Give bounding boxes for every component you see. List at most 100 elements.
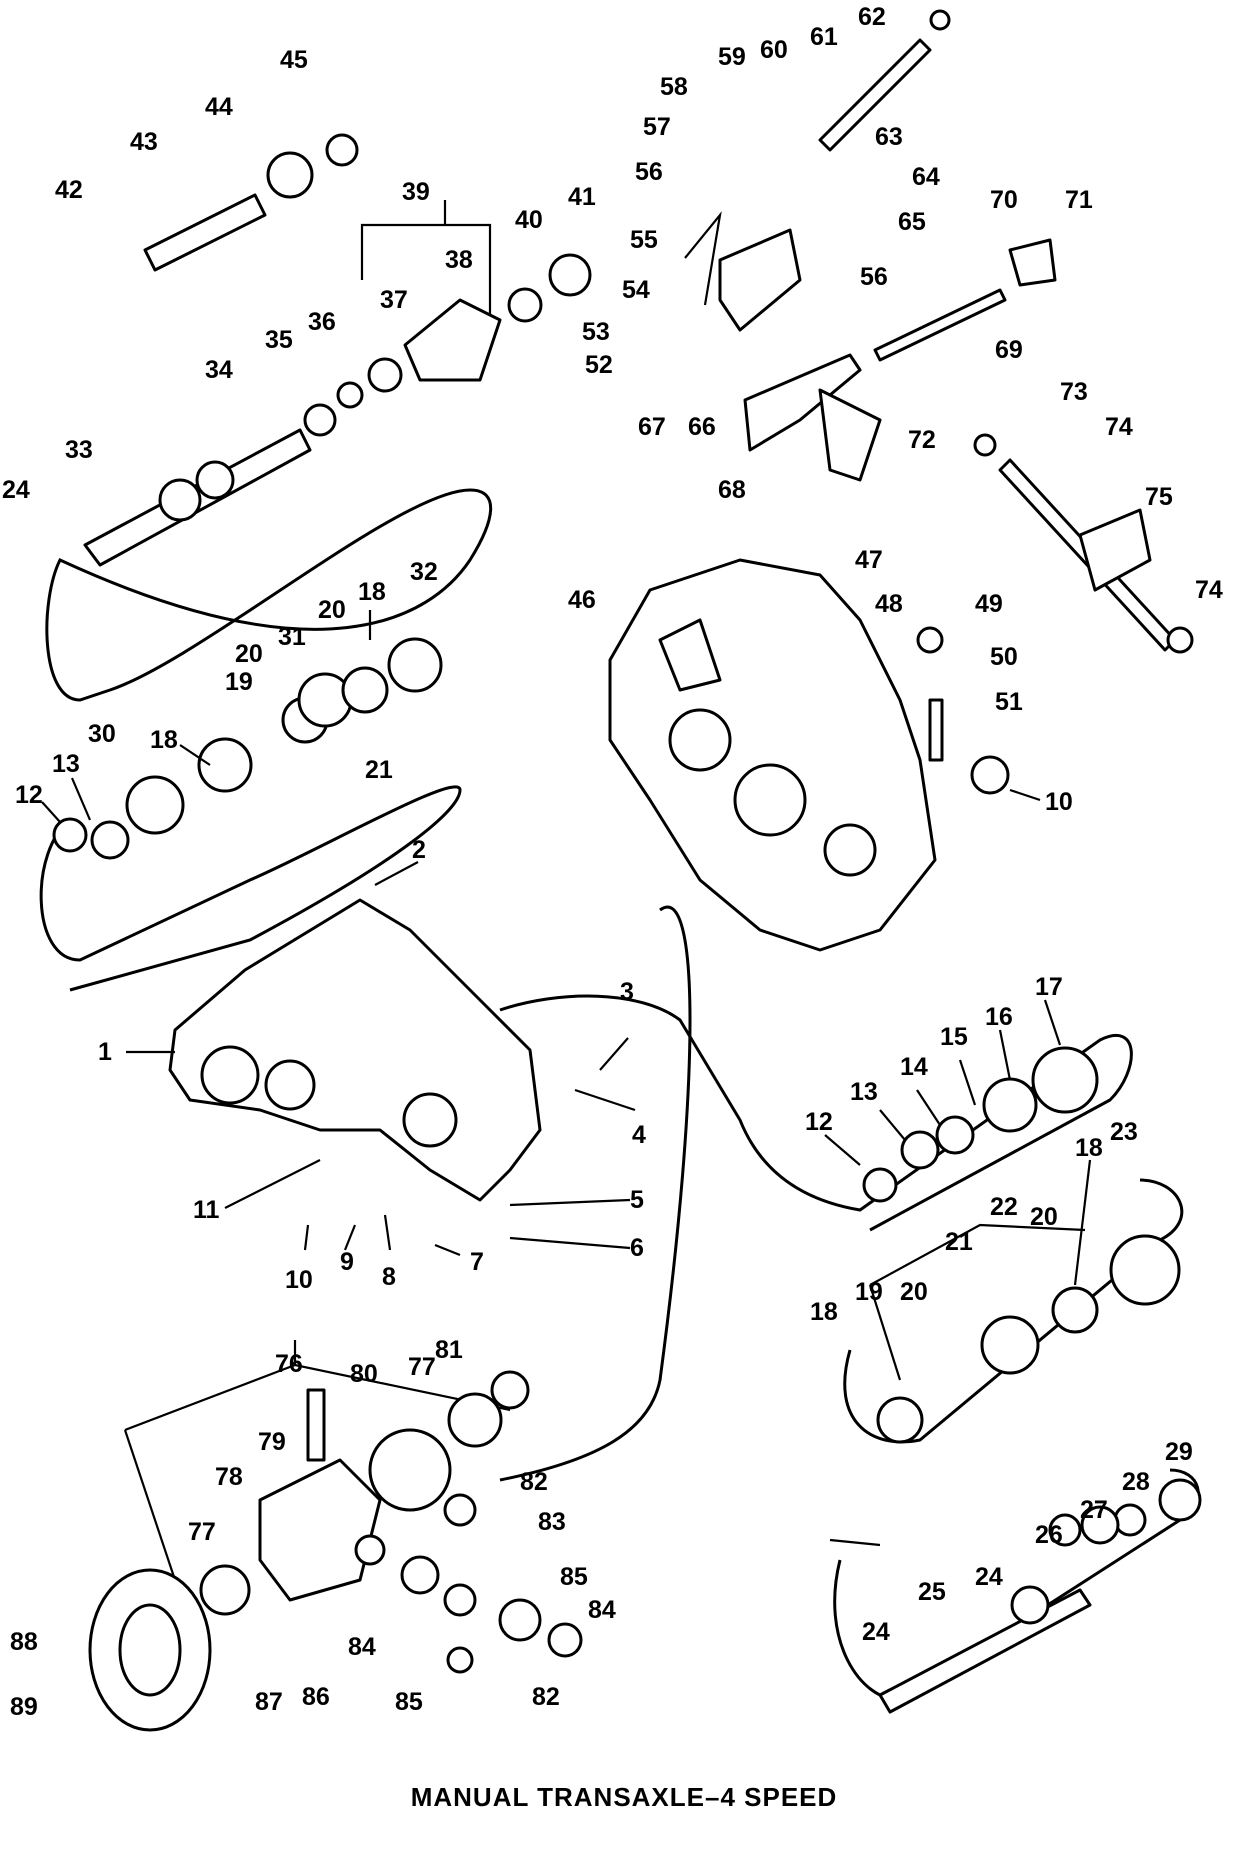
callout-43: 43 — [130, 128, 158, 156]
callout-34: 34 — [205, 356, 233, 384]
callout-3: 3 — [620, 978, 634, 1006]
callout-82a: 82 — [520, 1468, 548, 1496]
callout-15: 15 — [940, 1023, 968, 1051]
callout-32: 32 — [410, 558, 438, 586]
callout-51: 51 — [995, 688, 1023, 716]
callout-labels: 1 2 3 4 5 6 7 8 9 10 10 11 12 12 13 13 1… — [2, 3, 1223, 1721]
callout-84b: 84 — [588, 1596, 616, 1624]
callout-20b: 20 — [318, 596, 346, 624]
leader-lines — [41, 610, 1092, 1547]
callout-24a: 24 — [2, 476, 30, 504]
callout-56b: 56 — [860, 263, 888, 291]
callout-50: 50 — [990, 643, 1018, 671]
callout-6: 6 — [630, 1234, 644, 1262]
callout-45: 45 — [280, 46, 308, 74]
callout-53: 53 — [582, 318, 610, 346]
callout-29: 29 — [1165, 1438, 1193, 1466]
callout-31: 31 — [278, 623, 306, 651]
callout-30: 30 — [88, 720, 116, 748]
callout-42: 42 — [55, 176, 83, 204]
callout-62: 62 — [858, 3, 886, 31]
callout-47: 47 — [855, 546, 883, 574]
callout-17: 17 — [1035, 973, 1063, 1001]
callout-89: 89 — [10, 1693, 38, 1721]
callout-81: 81 — [435, 1336, 463, 1364]
callout-24c: 24 — [862, 1618, 890, 1646]
callout-16: 16 — [985, 1003, 1013, 1031]
callout-55: 55 — [630, 226, 658, 254]
callout-39: 39 — [402, 178, 430, 206]
callout-25: 25 — [918, 1578, 946, 1606]
callout-75: 75 — [1145, 483, 1173, 511]
callout-85b: 85 — [395, 1688, 423, 1716]
callout-56a: 56 — [635, 158, 663, 186]
callout-27: 27 — [1080, 1496, 1108, 1524]
callout-80: 80 — [350, 1360, 378, 1388]
callout-35: 35 — [265, 326, 293, 354]
callout-19a: 19 — [225, 668, 253, 696]
callout-68: 68 — [718, 476, 746, 504]
callout-67: 67 — [638, 413, 666, 441]
callout-82b: 82 — [532, 1683, 560, 1711]
callout-78: 78 — [215, 1463, 243, 1491]
callout-18c: 18 — [1075, 1134, 1103, 1162]
callout-23: 23 — [1110, 1118, 1138, 1146]
output-shaft — [878, 1588, 1092, 1714]
callout-22: 22 — [990, 1193, 1018, 1221]
callout-1: 1 — [98, 1038, 112, 1066]
callout-5: 5 — [630, 1186, 644, 1214]
callout-72: 72 — [908, 426, 936, 454]
callout-41: 41 — [568, 183, 596, 211]
callout-74a: 74 — [1105, 413, 1133, 441]
parts — [52, 9, 1202, 1732]
callout-74b: 74 — [1195, 576, 1223, 604]
callout-4: 4 — [632, 1121, 646, 1149]
callout-8: 8 — [382, 1263, 396, 1291]
callout-14: 14 — [900, 1053, 928, 1081]
callout-63: 63 — [875, 123, 903, 151]
callout-10b: 10 — [1045, 788, 1073, 816]
callout-79: 79 — [258, 1428, 286, 1456]
callout-20a: 20 — [235, 640, 263, 668]
callout-70: 70 — [990, 186, 1018, 214]
callout-58: 58 — [660, 73, 688, 101]
callout-86: 86 — [302, 1683, 330, 1711]
callout-21b: 21 — [945, 1228, 973, 1256]
callout-88: 88 — [10, 1628, 38, 1656]
callout-61: 61 — [810, 23, 838, 51]
callout-11: 11 — [193, 1196, 220, 1224]
callout-73: 73 — [1060, 378, 1088, 406]
callout-12b: 12 — [805, 1108, 833, 1136]
callout-77b: 77 — [188, 1518, 216, 1546]
callout-65: 65 — [898, 208, 926, 236]
callout-49: 49 — [975, 590, 1003, 618]
callout-28: 28 — [1122, 1468, 1150, 1496]
callout-66: 66 — [688, 413, 716, 441]
callout-44: 44 — [205, 93, 233, 121]
callout-13b: 13 — [850, 1078, 878, 1106]
callout-9: 9 — [340, 1248, 354, 1276]
callout-57: 57 — [643, 113, 671, 141]
callout-64: 64 — [912, 163, 940, 191]
callout-18a: 18 — [150, 726, 178, 754]
callout-76: 76 — [275, 1350, 303, 1378]
callout-69: 69 — [995, 336, 1023, 364]
callout-36: 36 — [308, 308, 336, 336]
callout-26: 26 — [1035, 1521, 1063, 1549]
callout-24b: 24 — [975, 1563, 1003, 1591]
callout-13a: 13 — [52, 750, 80, 778]
callout-2: 2 — [412, 836, 426, 864]
callout-7: 7 — [470, 1248, 484, 1276]
callout-46: 46 — [568, 586, 596, 614]
callout-77a: 77 — [408, 1353, 436, 1381]
callout-54: 54 — [622, 276, 650, 304]
callout-85a: 85 — [560, 1563, 588, 1591]
callout-21a: 21 — [365, 756, 393, 784]
callout-18b: 18 — [358, 578, 386, 606]
callout-10a: 10 — [285, 1266, 313, 1294]
callout-37: 37 — [380, 286, 408, 314]
diagram-caption: MANUAL TRANSAXLE–4 SPEED — [410, 1782, 838, 1812]
callout-38: 38 — [445, 246, 473, 274]
differential-case — [258, 1458, 382, 1602]
callout-19b: 19 — [855, 1278, 883, 1306]
